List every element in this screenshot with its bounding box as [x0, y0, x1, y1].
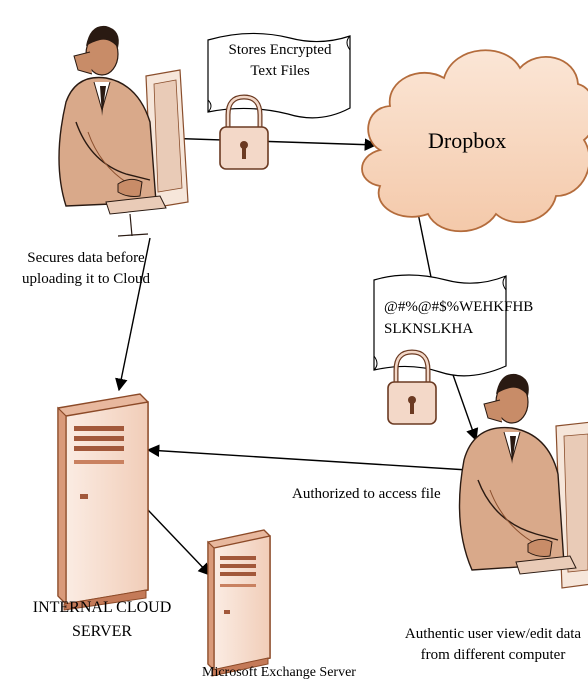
dropbox-label: Dropbox [428, 128, 506, 154]
arrow-receiver-to-internal-server [148, 450, 468, 470]
access-label: Authorized to access file [292, 484, 441, 505]
receiver-caption: Authentic user view/edit data from diffe… [398, 624, 588, 666]
internal-server-label-line1: INTERNAL CLOUD [18, 596, 186, 620]
exchange-server-label: Microsoft Exchange Server [202, 662, 356, 683]
arrow-cipher-to-receiver [452, 372, 476, 440]
cipher-text: @#%@#$%WEHKFHB SLKNSLKHA [384, 296, 533, 340]
encrypted-files-label: Stores Encrypted Text Files [218, 40, 342, 82]
receiver-caption-line2: from different computer [398, 645, 588, 666]
internal-server-label: INTERNAL CLOUD SERVER [18, 596, 186, 644]
internal-server-label-line2: SERVER [18, 620, 186, 644]
receiver-caption-line1: Authentic user view/edit data [398, 624, 588, 645]
line-cloud-to-cipher [418, 213, 432, 282]
arrow-sender-to-cloud [162, 138, 376, 145]
cipher-text-line1: @#%@#$%WEHKFHB [384, 296, 533, 318]
sender-caption-line2: uploading it to Cloud [2, 269, 170, 290]
server-tower-icon [208, 530, 270, 676]
cipher-text-line2: SLKNSLKHA [384, 318, 533, 340]
arrow-internal-to-exchange-server [148, 510, 210, 575]
encrypted-files-label-line1: Stores Encrypted [218, 40, 342, 61]
person-at-computer-icon [460, 374, 588, 588]
server-tower-icon [58, 394, 148, 610]
sender-caption: Secures data before uploading it to Clou… [2, 248, 170, 290]
encrypted-files-label-line2: Text Files [218, 61, 342, 82]
sender-caption-line1: Secures data before [2, 248, 170, 269]
person-at-computer-icon [59, 26, 188, 236]
